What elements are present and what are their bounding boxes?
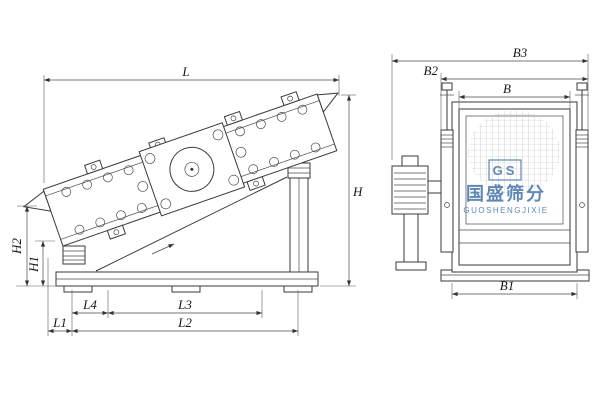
left-spring xyxy=(62,245,86,265)
dim-B3: B3 xyxy=(391,45,589,160)
dim-label-L1: L1 xyxy=(52,315,67,330)
motor xyxy=(391,155,452,271)
dim-bottom-rows: L4 L3 L1 L2 xyxy=(47,258,299,336)
screen-body xyxy=(22,91,340,247)
dim-label-H: H xyxy=(352,184,363,199)
motor-foot xyxy=(395,261,427,271)
watermark-logo-box xyxy=(488,159,522,181)
dim-label-L: L xyxy=(181,64,189,79)
motor-body xyxy=(391,165,429,215)
watermark-brand-en: GUOSHENGJIXIE xyxy=(463,206,548,215)
side-view-stand xyxy=(55,162,319,293)
diagonal-brace xyxy=(95,176,288,272)
dim-label-B1: B1 xyxy=(500,278,514,293)
end-view: GS 国盛筛分 GUOSHENGJIXIE xyxy=(391,45,590,299)
dim-B1: B1 xyxy=(451,278,578,299)
right-support-column xyxy=(289,177,309,273)
left-spring-column xyxy=(440,82,454,253)
foot-pad xyxy=(63,285,93,293)
dim-label-B: B xyxy=(503,81,511,96)
watermark: GS 国盛筛分 GUOSHENGJIXIE xyxy=(463,159,548,215)
slope-marker xyxy=(151,243,175,255)
dim-H1: H1 xyxy=(26,240,55,286)
dim-label-L3: L3 xyxy=(177,297,192,312)
motor-cap xyxy=(401,155,419,167)
dim-label-H2: H2 xyxy=(9,238,24,255)
watermark-brand-cn: 国盛筛分 xyxy=(466,183,546,205)
dim-H2: H2 xyxy=(9,205,58,287)
watermark-logo: GS xyxy=(493,163,518,178)
dim-label-H1: H1 xyxy=(26,256,41,273)
dim-L: L xyxy=(43,64,340,183)
foot-pad xyxy=(171,285,201,293)
dim-H: H xyxy=(320,94,363,287)
dim-label-L2: L2 xyxy=(177,315,192,330)
left-rod-nut xyxy=(441,82,453,91)
exciter-bearing xyxy=(169,146,215,192)
dim-B2: B2 xyxy=(424,63,588,134)
side-wall-bolts xyxy=(61,104,321,235)
right-spring-column xyxy=(575,82,589,253)
right-rod-nut xyxy=(576,82,588,91)
discharge-lip xyxy=(316,92,340,113)
dim-label-B2: B2 xyxy=(424,63,439,78)
dim-label-L4: L4 xyxy=(82,297,97,312)
dim-B: B xyxy=(458,81,571,110)
exciter-box xyxy=(137,122,247,217)
dim-label-B3: B3 xyxy=(513,45,528,60)
right-spring xyxy=(287,162,311,179)
